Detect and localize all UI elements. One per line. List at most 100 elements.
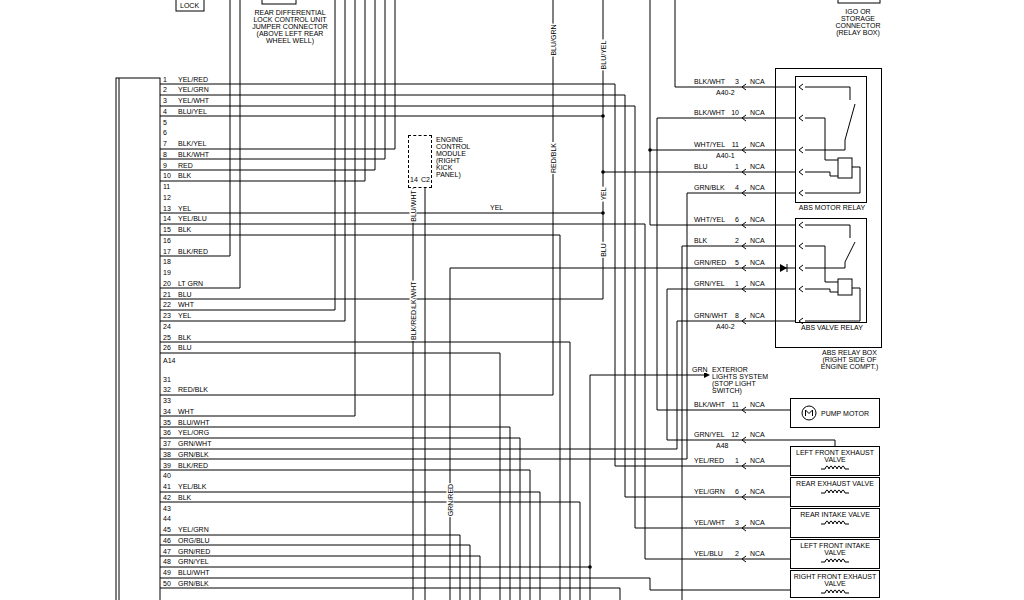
pin-label: 42 <box>163 494 171 501</box>
pin-label: GRN/WHT <box>694 312 727 319</box>
pin-label: LOCK <box>180 2 199 9</box>
pin-label: BLK <box>178 226 191 233</box>
connector-chevrons <box>742 84 803 562</box>
wire-color-label: BLU/WHT <box>410 189 417 223</box>
solenoid-coil <box>821 590 849 593</box>
pin-label: 7 <box>163 140 167 147</box>
pin-label: BLU <box>178 291 192 298</box>
component-name: LEFT FRONT EXHAUST VALVE <box>793 449 877 463</box>
pin-label: 48 <box>163 558 171 565</box>
wire-harness <box>160 0 835 600</box>
pin-label: YEL/ORG <box>178 429 209 436</box>
pin-label: YEL/GRN <box>694 488 725 495</box>
pin-label: BLK <box>178 172 191 179</box>
pin-label: 36 <box>163 429 171 436</box>
pin-label: NCA <box>750 519 765 526</box>
solenoid-symbol <box>821 519 849 525</box>
pin-label: 32 <box>163 386 171 393</box>
pin-label: 8 <box>163 151 167 158</box>
pin-label: BLK/RED <box>178 462 208 469</box>
pin-label: 26 <box>163 344 171 351</box>
control-unit-outline <box>116 78 160 600</box>
pin-label: 4 <box>163 108 167 115</box>
junction-dot <box>601 114 605 118</box>
pin-label: YEL/WHT <box>178 97 209 104</box>
pin-label: 40 <box>163 472 171 479</box>
box-caption: ABS VALVE RELAY <box>792 324 872 331</box>
pin-label: GRN/YEL <box>694 280 725 287</box>
pin-label: 24 <box>163 323 171 330</box>
solenoid-symbol <box>821 557 849 563</box>
pin-label: YEL/RED <box>178 76 208 83</box>
pin-label: BLK/WHT <box>694 109 725 116</box>
pin-label: GRN/RED <box>178 548 210 555</box>
relay-coil <box>838 158 852 178</box>
pin-label: NCA <box>750 259 765 266</box>
wire-color-label: BLU <box>600 242 607 258</box>
pin-label: 1 <box>735 280 739 287</box>
junction-dot <box>601 211 605 215</box>
pin-label: C2 <box>421 176 430 183</box>
pin-label: 17 <box>163 248 171 255</box>
box-content: REAR INTAKE VALVE <box>791 509 879 527</box>
pin-label: GRN/YEL <box>694 431 725 438</box>
valve-box: REAR EXHAUST VALVE <box>790 477 880 507</box>
pin-label: 46 <box>163 537 171 544</box>
pin-label: WHT/YEL <box>694 141 725 148</box>
pin-label: 6 <box>735 216 739 223</box>
pin-label: YEL/RED <box>694 457 724 464</box>
pin-label: 5 <box>163 119 167 126</box>
pin-label: NCA <box>750 237 765 244</box>
pin-label: NCA <box>750 141 765 148</box>
pin-label: BLU <box>178 344 192 351</box>
pin-label: 20 <box>163 280 171 287</box>
pin-label: BLK/WHT <box>178 151 209 158</box>
pin-label: YEL <box>178 205 191 212</box>
pin-label: 3 <box>735 519 739 526</box>
pin-label: ORG/BLU <box>178 537 210 544</box>
pin-label: 33 <box>163 397 171 404</box>
pin-label: YEL/BLK <box>178 483 206 490</box>
pin-label: 3 <box>735 78 739 85</box>
pin-label: BLK <box>178 334 191 341</box>
pin-label: BLK/RED <box>178 248 208 255</box>
component-name: ABS MOTOR RELAY <box>792 204 872 211</box>
solenoid-coil <box>821 521 849 524</box>
pin-label: GRN/BLK <box>178 580 209 587</box>
pin-label: YEL/GRN <box>178 86 209 93</box>
component-name: REAR INTAKE VALVE <box>800 511 870 518</box>
motor-box: PUMP MOTOR <box>790 398 880 428</box>
pin-label: 2 <box>735 237 739 244</box>
pin-label: 50 <box>163 580 171 587</box>
valve-box: LEFT FRONT INTAKE VALVE <box>790 539 880 569</box>
wire-color-label: RED/BLK <box>550 142 557 174</box>
pin-label: 4 <box>735 184 739 191</box>
pin-label: 38 <box>163 451 171 458</box>
pin-label: NCA <box>750 216 765 223</box>
pin-label: A40-2 <box>716 323 735 330</box>
pin-label: 44 <box>163 515 171 522</box>
pin-label: WHT/YEL <box>694 216 725 223</box>
pin-label: 11 <box>732 401 739 408</box>
note-label: REAR DIFFERENTIAL LOCK CONTROL UNIT JUMP… <box>252 9 328 44</box>
box-content: REAR EXHAUST VALVE <box>791 478 879 496</box>
wire-color-label: GRN/RED <box>447 483 454 517</box>
note-label: IGO OR STORAGE CONNECTOR (RELAY BOX) <box>834 8 882 36</box>
pin-label: 39 <box>163 462 171 469</box>
pin-label: BLK/YEL <box>178 140 206 147</box>
pin-label: A40-2 <box>716 89 735 96</box>
pin-label: 31 <box>163 376 171 383</box>
pin-label: 2 <box>735 550 739 557</box>
pin-label: YEL <box>490 204 503 211</box>
junction-dot <box>648 148 652 152</box>
component-name: ABS RELAY BOX (RIGHT SIDE OF ENGINE COMP… <box>816 349 883 370</box>
pin-label: NCA <box>750 431 765 438</box>
box-content: PUMP MOTOR <box>791 399 879 427</box>
box-caption: ABS RELAY BOX (RIGHT SIDE OF ENGINE COMP… <box>816 349 883 370</box>
box-content: LEFT FRONT INTAKE VALVE <box>791 540 879 565</box>
pin-label: BLK/WHT <box>694 401 725 408</box>
pin-label: 14 <box>163 215 171 222</box>
pin-label: 2 <box>163 86 167 93</box>
pin-label: GRN/YEL <box>178 558 209 565</box>
